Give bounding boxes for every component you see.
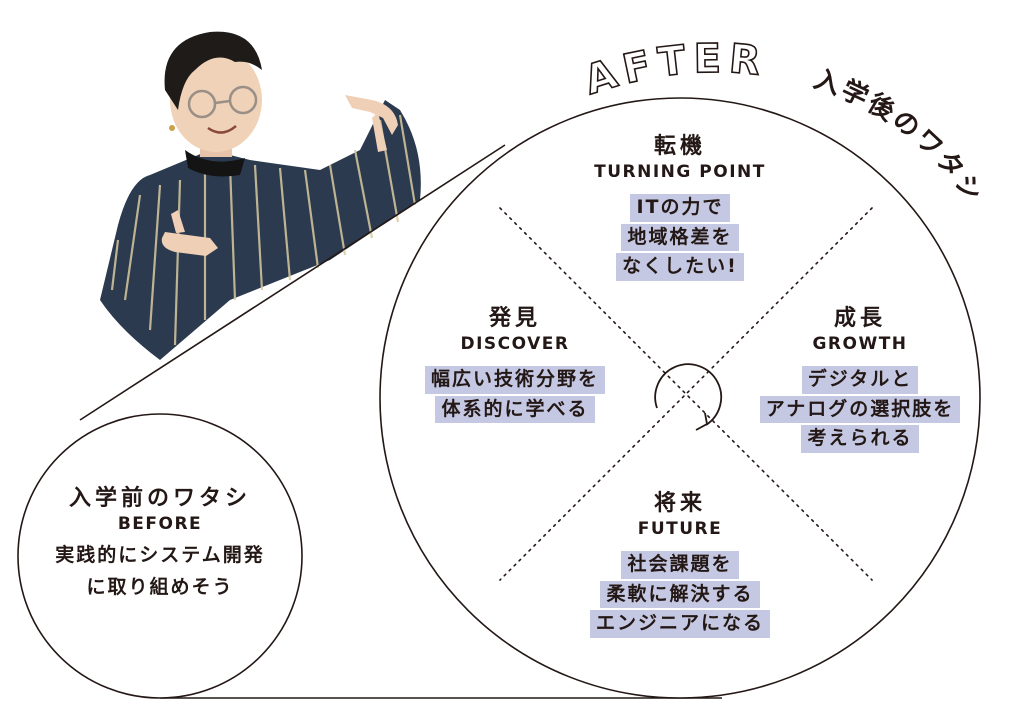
discover-line-1: 幅広い技術分野を: [424, 366, 605, 394]
before-title: 入学前のワタシ: [68, 486, 251, 511]
discover-title: 発見: [488, 306, 541, 331]
before-en: BEFORE: [117, 514, 203, 534]
before-circle: [17, 413, 303, 699]
turning-point-title: 転機: [653, 134, 706, 159]
turning-point-line-1: ITの力で: [630, 194, 730, 222]
growth-en: GROWTH: [812, 334, 908, 354]
growth-line-2: アナログの選択肢を: [759, 395, 961, 424]
future-title: 将来: [653, 491, 706, 516]
growth-line-3: 考えられる: [801, 425, 919, 453]
turning-point-line-2: 地域格差を: [621, 223, 739, 252]
growth-title: 成長: [833, 306, 886, 331]
turning-point-en: TURNING POINT: [594, 162, 766, 182]
future-line-3: エンジニアになる: [589, 610, 770, 638]
before-line-1: 実践的にシステム開発: [55, 544, 265, 566]
growth-line-1: デジタルと: [801, 366, 919, 394]
future-line-2: 柔軟に解決する: [600, 580, 760, 609]
before-block: 入学前のワタシ BEFORE 実践的にシステム開発 に取り組めそう: [20, 480, 300, 603]
discover-en: DISCOVER: [460, 334, 570, 354]
before-line-2: に取り組めそう: [86, 576, 234, 599]
cycle-arrow-icon: [654, 363, 723, 431]
discover-line-2: 体系的に学べる: [435, 395, 595, 424]
quadrant-turning-point: 転機 TURNING POINT ITの力で 地域格差を なくしたい!: [560, 128, 800, 281]
turning-point-line-3: なくしたい!: [616, 253, 744, 281]
quadrant-growth: 成長 GROWTH デジタルと アナログの選択肢を 考えられる: [740, 300, 980, 453]
quadrant-discover: 発見 DISCOVER 幅広い技術分野を 体系的に学べる: [400, 300, 630, 424]
after-label-arc: AFTER: [579, 36, 769, 104]
person-photo: [100, 31, 421, 360]
connector-line-top: [79, 144, 506, 421]
after-circle: [379, 97, 981, 699]
future-en: FUTURE: [637, 519, 723, 539]
future-line-1: 社会課題を: [621, 551, 739, 579]
quadrant-future: 将来 FUTURE 社会課題を 柔軟に解決する エンジニアになる: [560, 485, 800, 638]
